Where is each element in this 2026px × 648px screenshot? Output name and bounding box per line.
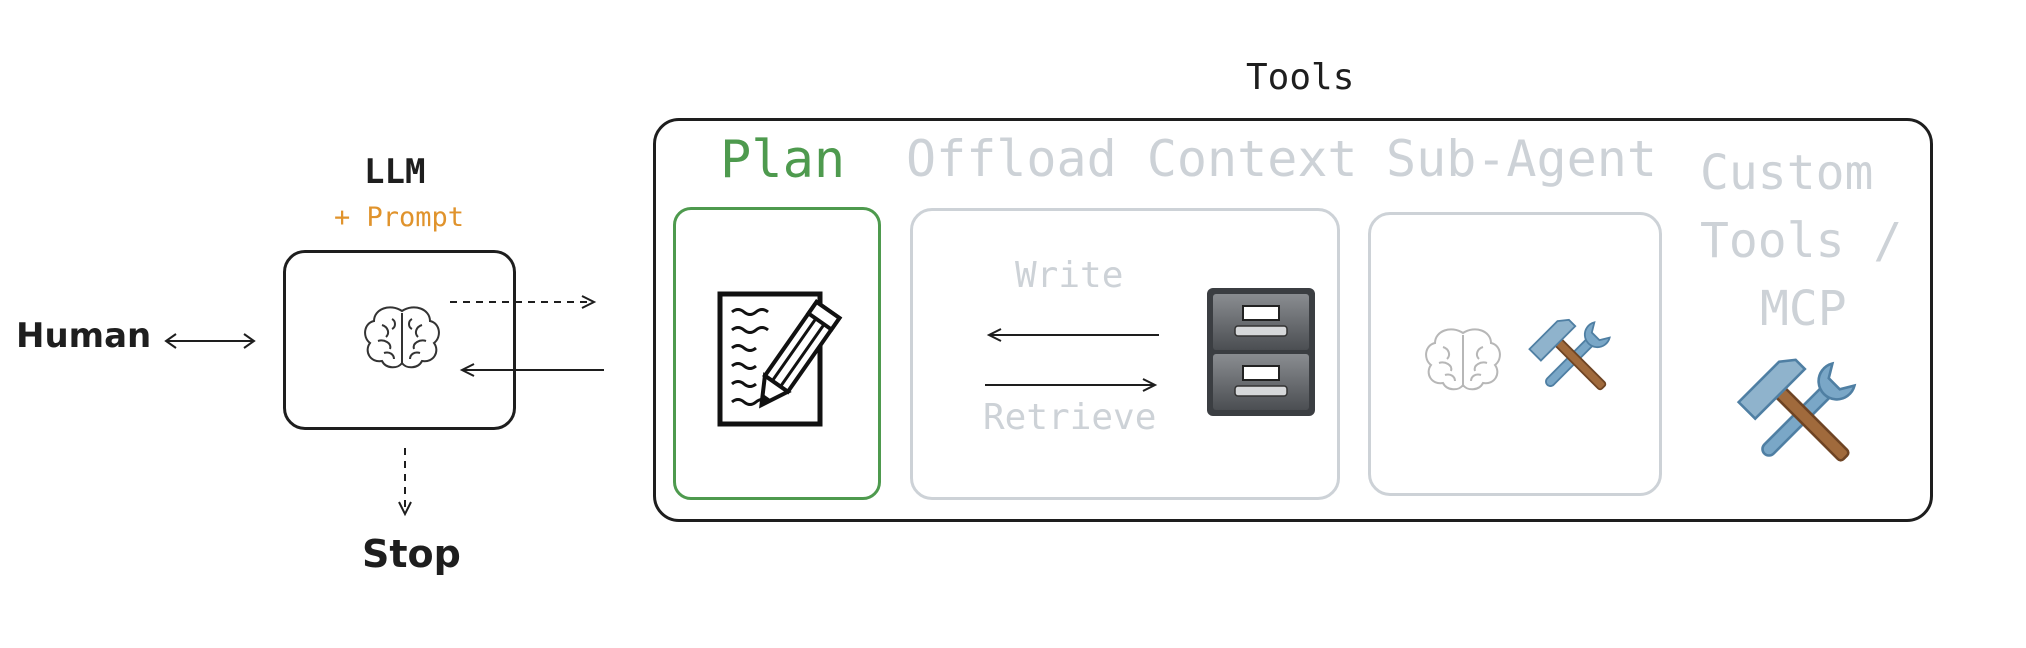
brain-icon (1425, 328, 1501, 391)
llm-box (283, 250, 516, 430)
write-arrow (986, 328, 1159, 342)
llm-title: LLM (364, 152, 426, 192)
offload-title: Offload Context (906, 130, 1358, 188)
subagent-title: Sub-Agent (1386, 130, 1657, 188)
notepad-pencil-icon (717, 291, 843, 427)
llm-to-tools-arrow (450, 295, 597, 309)
plan-card (673, 207, 881, 500)
llm-prompt-label: + Prompt (334, 202, 465, 233)
human-label: Human (16, 316, 152, 356)
custom-title-line1: Custom (1700, 145, 1874, 201)
hammer-wrench-icon (1736, 358, 1857, 462)
write-label: Write (1015, 255, 1124, 296)
tools-to-llm-arrow (459, 363, 604, 377)
retrieve-arrow (985, 378, 1158, 392)
file-cabinet-icon (1207, 288, 1315, 416)
retrieve-label: Retrieve (983, 397, 1157, 438)
custom-title-line3: MCP (1760, 281, 1847, 337)
llm-to-stop-arrow (398, 448, 412, 517)
plan-title: Plan (720, 130, 846, 190)
stop-label: Stop (362, 532, 461, 576)
custom-title-line2: Tools / (1700, 213, 1903, 269)
hammer-wrench-icon (1528, 318, 1611, 391)
human-llm-arrow (164, 333, 256, 349)
tools-title: Tools (1246, 57, 1355, 98)
brain-icon (364, 306, 440, 369)
subagent-card (1368, 212, 1662, 496)
tools-container (653, 118, 1933, 522)
offload-card: Write Retrieve (910, 208, 1340, 500)
